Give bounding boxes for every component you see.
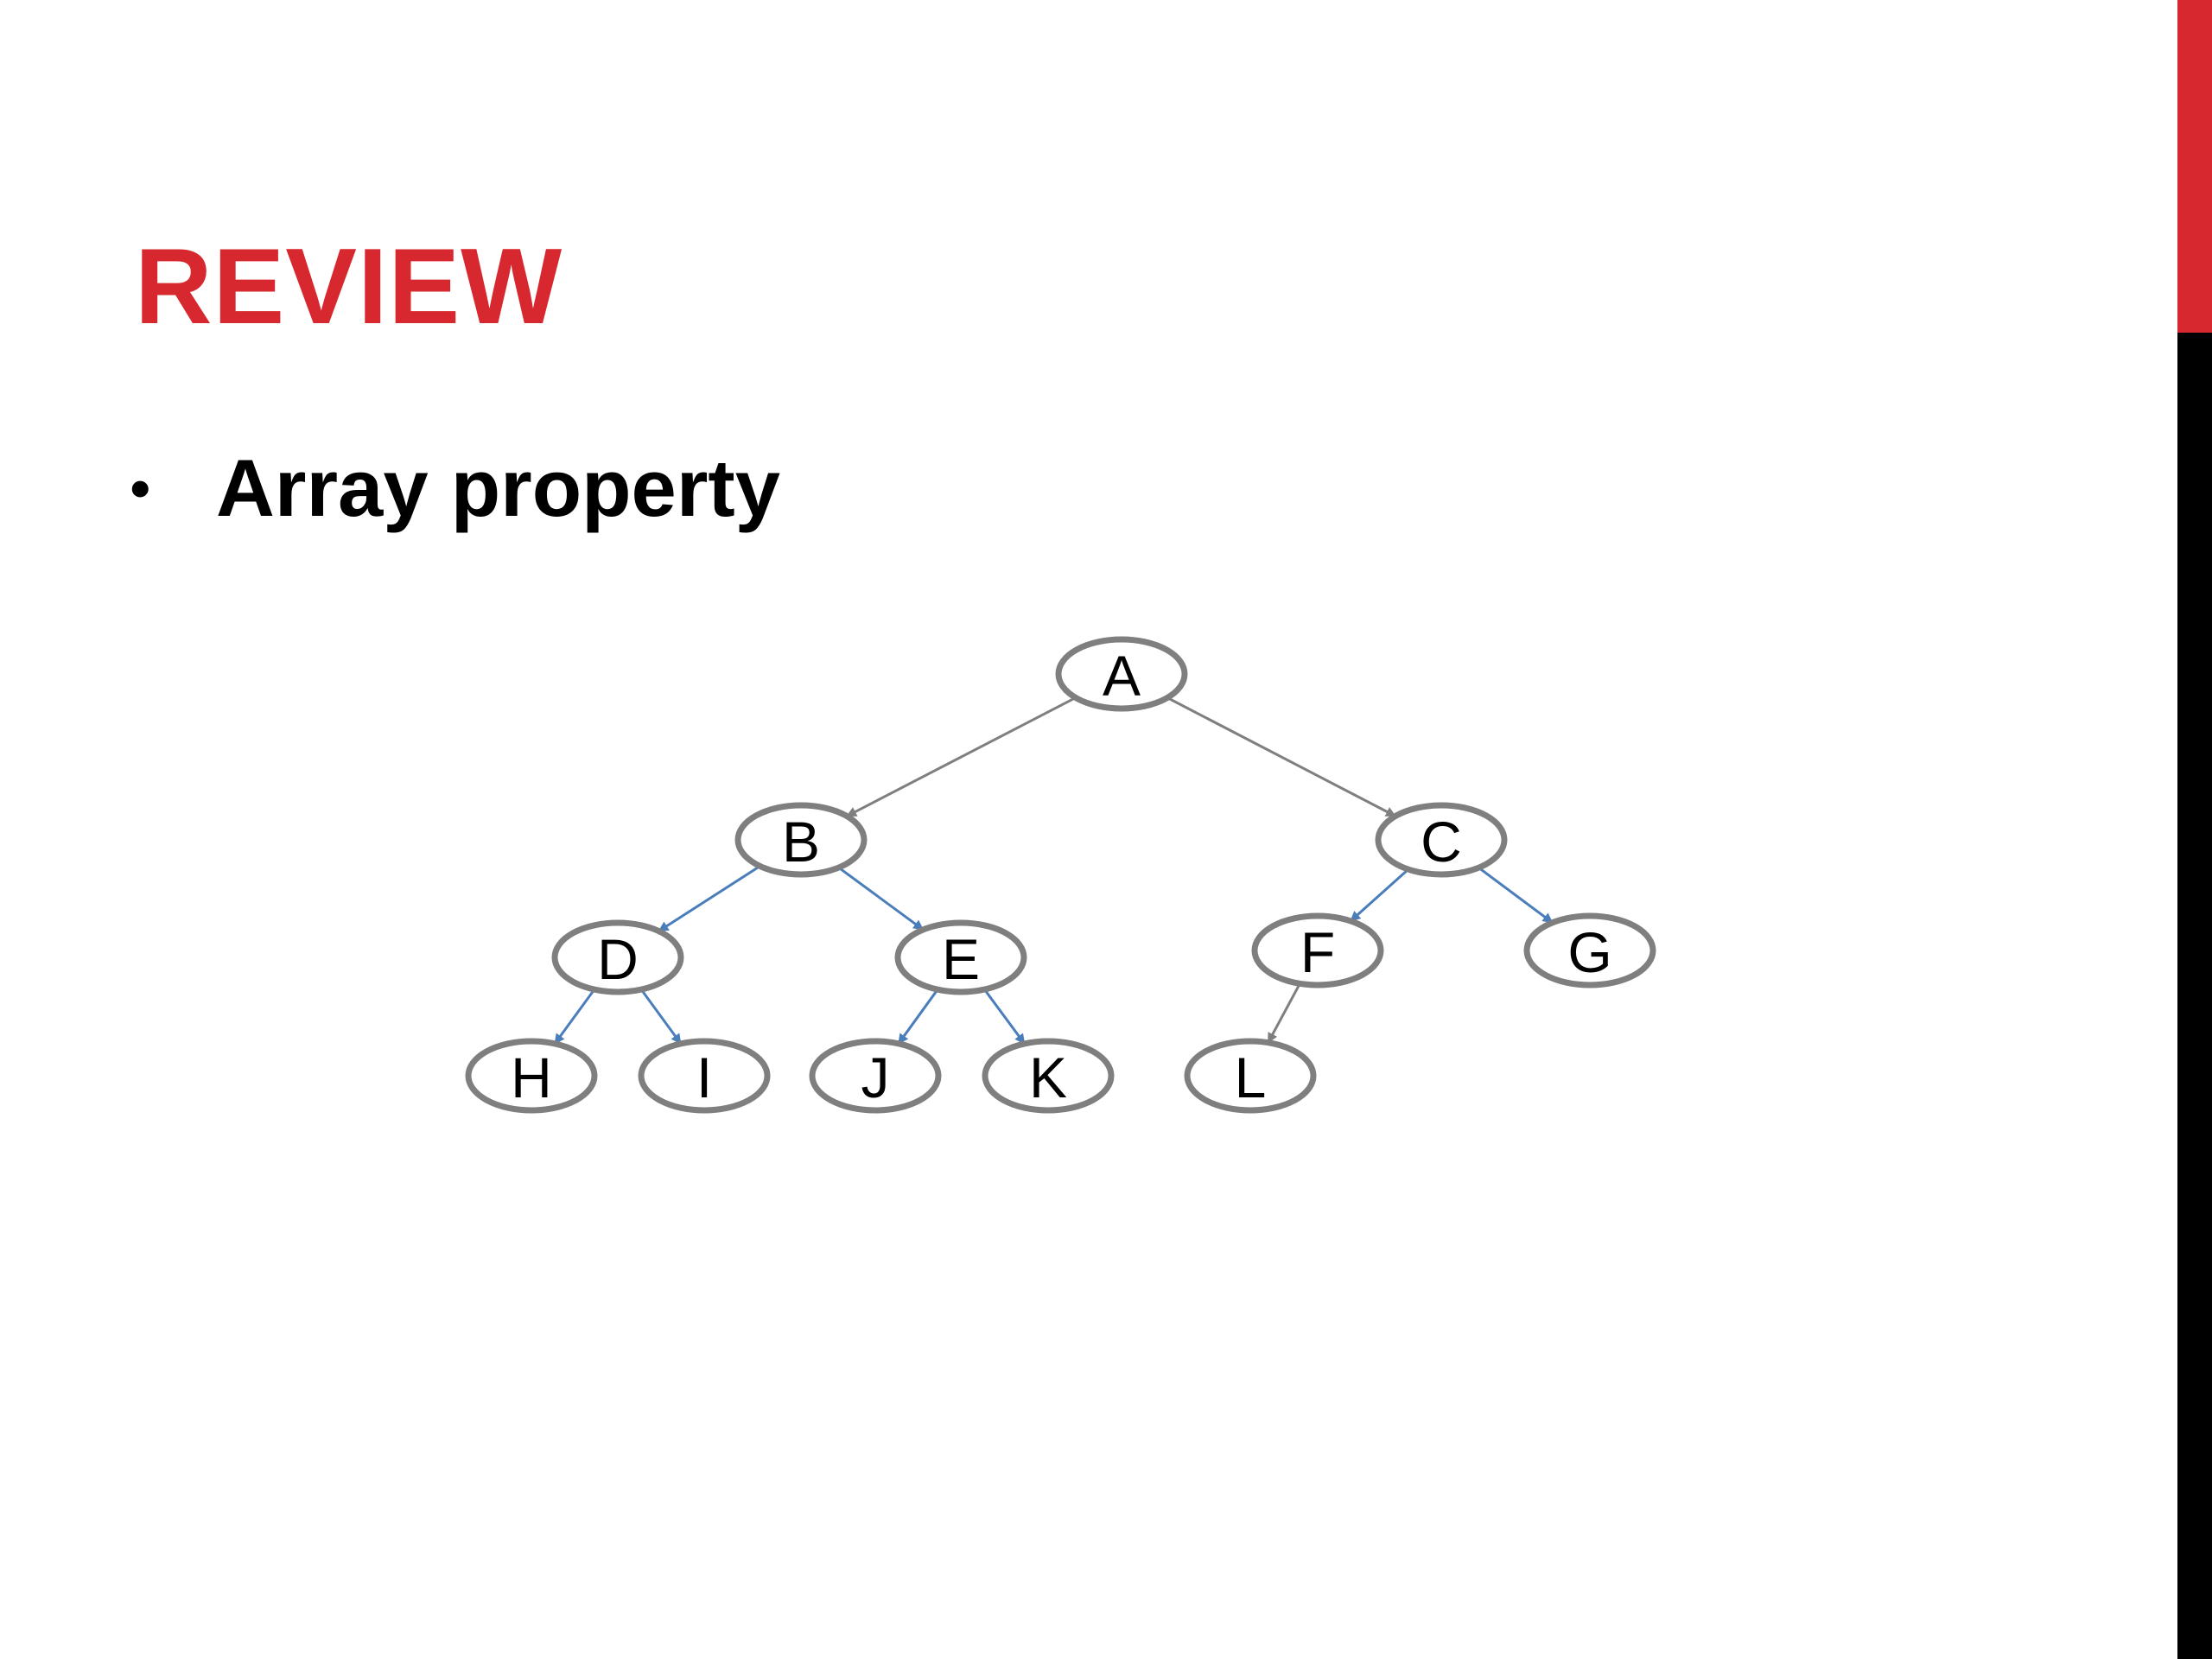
node-label: I: [696, 1046, 712, 1109]
node-label: B: [782, 810, 820, 874]
tree-node-c: C: [1375, 802, 1508, 878]
node-ellipse: [1055, 636, 1188, 712]
tree-node-b: B: [734, 802, 868, 878]
node-ellipse: [982, 1038, 1115, 1114]
bullet-text: Array property: [216, 442, 780, 533]
node-label: D: [597, 927, 639, 991]
edge-e-k: [983, 988, 1026, 1045]
node-ellipse: [1375, 802, 1508, 878]
edge-b-d: [658, 865, 761, 932]
tree-node-j: J: [809, 1038, 942, 1114]
node-label: L: [1235, 1046, 1267, 1109]
edge-d-h: [553, 988, 596, 1045]
node-ellipse: [1523, 912, 1656, 988]
tree-node-l: L: [1184, 1038, 1317, 1114]
node-ellipse: [734, 802, 868, 878]
node-label: J: [861, 1046, 890, 1109]
node-ellipse: [638, 1038, 771, 1114]
tree-node-i: I: [638, 1038, 771, 1114]
tree-node-d: D: [551, 919, 684, 995]
tree-node-h: H: [465, 1038, 598, 1114]
edge-c-g: [1478, 867, 1554, 924]
node-label: K: [1029, 1046, 1067, 1109]
edge-a-c: [1166, 696, 1396, 817]
edge-b-e: [837, 866, 925, 931]
node-ellipse: [465, 1038, 598, 1114]
node-ellipse: [1251, 912, 1384, 988]
tree-node-k: K: [982, 1038, 1115, 1114]
bullet-icon: •: [130, 454, 151, 522]
edge-c-f: [1350, 868, 1409, 923]
node-label: F: [1300, 920, 1335, 984]
edge-d-i: [639, 988, 683, 1045]
tree-edges: [553, 696, 1554, 1045]
tree-nodes: A B C D E F G H I J K L: [465, 636, 1656, 1114]
accent-bar-red: [2177, 0, 2212, 333]
tree-node-a: A: [1055, 636, 1188, 712]
node-label: E: [942, 927, 980, 991]
edge-f-l: [1267, 982, 1301, 1044]
tree-node-g: G: [1523, 912, 1656, 988]
node-label: C: [1421, 810, 1462, 874]
node-label: A: [1103, 644, 1141, 708]
node-label: H: [511, 1046, 552, 1109]
node-ellipse: [894, 919, 1027, 995]
slide-title: REVIEW: [135, 227, 563, 346]
node-ellipse: [809, 1038, 942, 1114]
tree-node-e: E: [894, 919, 1027, 995]
accent-bar-black: [2177, 333, 2212, 1659]
tree-node-f: F: [1251, 912, 1384, 988]
edge-e-j: [897, 988, 939, 1045]
bullet-item: • Array property: [130, 441, 780, 536]
node-label: G: [1567, 920, 1611, 984]
edge-a-b: [846, 696, 1077, 817]
node-ellipse: [1184, 1038, 1317, 1114]
node-ellipse: [551, 919, 684, 995]
